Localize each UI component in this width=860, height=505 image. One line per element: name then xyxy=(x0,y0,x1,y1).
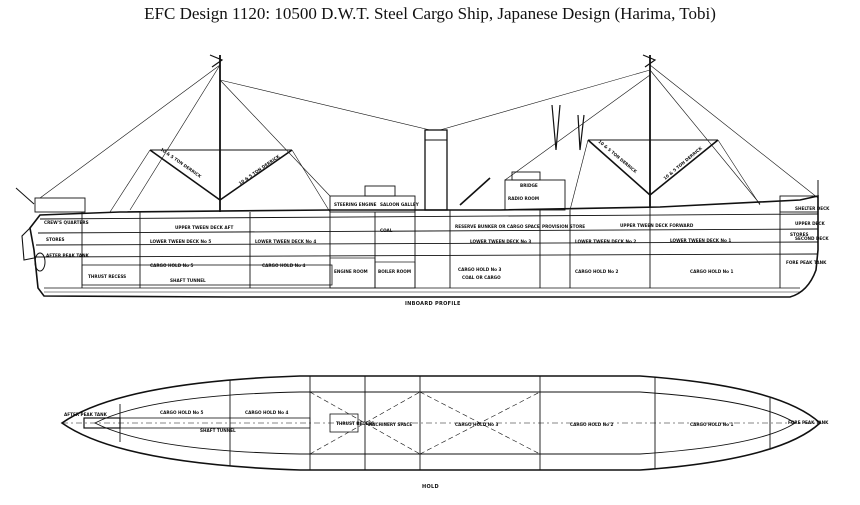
label-shaft-tunnel: SHAFT TUNNEL xyxy=(170,278,206,283)
label-lower-tween-deck-5: LOWER TWEEN DECK No 5 xyxy=(150,239,211,244)
label-provision-store: PROVISION STORE xyxy=(542,224,585,229)
label-cargo-hold-3: CARGO HOLD No 3 xyxy=(458,267,501,272)
label-saloon-galley: SALOON GALLEY xyxy=(380,202,420,207)
label-upper-tween-deck-aft: UPPER TWEEN DECK AFT xyxy=(175,225,233,230)
plan-label-machinery-space: MACHINERY SPACE xyxy=(368,422,412,427)
label-after-peak-tank: AFTER PEAK TANK xyxy=(46,253,90,258)
label-shelter-deck: SHELTER DECK xyxy=(795,206,830,211)
profile-labels: CREW'S QUARTERS UPPER TWEEN DECK AFT STE… xyxy=(44,139,830,307)
plan-labels: AFTER PEAK TANK CARGO HOLD No 5 SHAFT TU… xyxy=(64,410,829,490)
label-derrick-3: 10 & 5 TON DERRICK xyxy=(597,139,638,175)
label-lower-tween-deck-3: LOWER TWEEN DECK No 3 xyxy=(470,239,531,244)
label-fore-peak-tank: FORE PEAK TANK xyxy=(786,260,827,265)
label-second-deck: SECOND DECK xyxy=(795,236,829,241)
label-cargo-hold-5: CARGO HOLD No 5 xyxy=(150,263,193,268)
label-radio-room: RADIO ROOM xyxy=(508,196,539,201)
label-boiler-room: BOILER ROOM xyxy=(378,269,411,274)
label-derrick-2: 10 & 5 TON DERRICK xyxy=(238,153,281,186)
inboard-profile xyxy=(15,54,819,298)
plan-label-cargo-hold-2: CARGO HOLD No 2 xyxy=(570,422,613,427)
plan-label-cargo-hold-4: CARGO HOLD No 4 xyxy=(245,410,288,415)
label-bridge: BRIDGE xyxy=(520,183,538,188)
label-derrick-4: 10 & 5 TON DERRICK xyxy=(662,145,703,181)
plan-label-fore-peak-tank: FORE PEAK TANK xyxy=(788,420,829,425)
label-cargo-hold-1: CARGO HOLD No 1 xyxy=(690,269,733,274)
plan-label-after-peak-tank: AFTER PEAK TANK xyxy=(64,412,108,417)
label-crews-quarters: CREW'S QUARTERS xyxy=(44,220,89,225)
label-stores-fwd: STORES xyxy=(790,232,809,237)
label-steering-engine: STEERING ENGINE xyxy=(334,202,377,207)
plan-label-thrust-recess: THRUST RECESS xyxy=(336,421,374,426)
profile-caption: INBOARD PROFILE xyxy=(405,301,461,307)
label-lower-tween-deck-1: LOWER TWEEN DECK No 1 xyxy=(670,238,731,243)
label-coal-or-cargo: COAL OR CARGO xyxy=(462,275,501,280)
label-lower-tween-deck-4: LOWER TWEEN DECK No 4 xyxy=(255,239,316,244)
label-upper-deck: UPPER DECK xyxy=(795,221,825,226)
label-coal: COAL xyxy=(380,228,393,233)
label-derrick-1: 10 & 5 TON DERRICK xyxy=(159,147,202,180)
label-engine-room: ENGINE ROOM xyxy=(334,269,368,274)
label-lower-tween-deck-2: LOWER TWEEN DECK No 2 xyxy=(575,239,636,244)
hull-outline xyxy=(29,195,819,298)
label-cargo-hold-4: CARGO HOLD No 4 xyxy=(262,263,305,268)
label-upper-tween-deck-forward: UPPER TWEEN DECK FORWARD xyxy=(620,223,694,228)
label-thrust-recess: THRUST RECESS xyxy=(88,274,126,279)
plan-caption: HOLD xyxy=(422,484,439,490)
hold-plan xyxy=(60,375,822,471)
label-stores-aft: STORES xyxy=(46,237,65,242)
plan-label-cargo-hold-5: CARGO HOLD No 5 xyxy=(160,410,203,415)
page-title: EFC Design 1120: 10500 D.W.T. Steel Carg… xyxy=(144,4,716,23)
plan-label-cargo-hold-1: CARGO HOLD No 1 xyxy=(690,422,733,427)
label-cargo-hold-2: CARGO HOLD No 2 xyxy=(575,269,618,274)
plan-label-cargo-hold-3: CARGO HOLD No 3 xyxy=(455,422,498,427)
plan-label-shaft-tunnel: SHAFT TUNNEL xyxy=(200,428,236,433)
label-reserve-bunker: RESERVE BUNKER OR CARGO SPACE xyxy=(455,224,540,229)
